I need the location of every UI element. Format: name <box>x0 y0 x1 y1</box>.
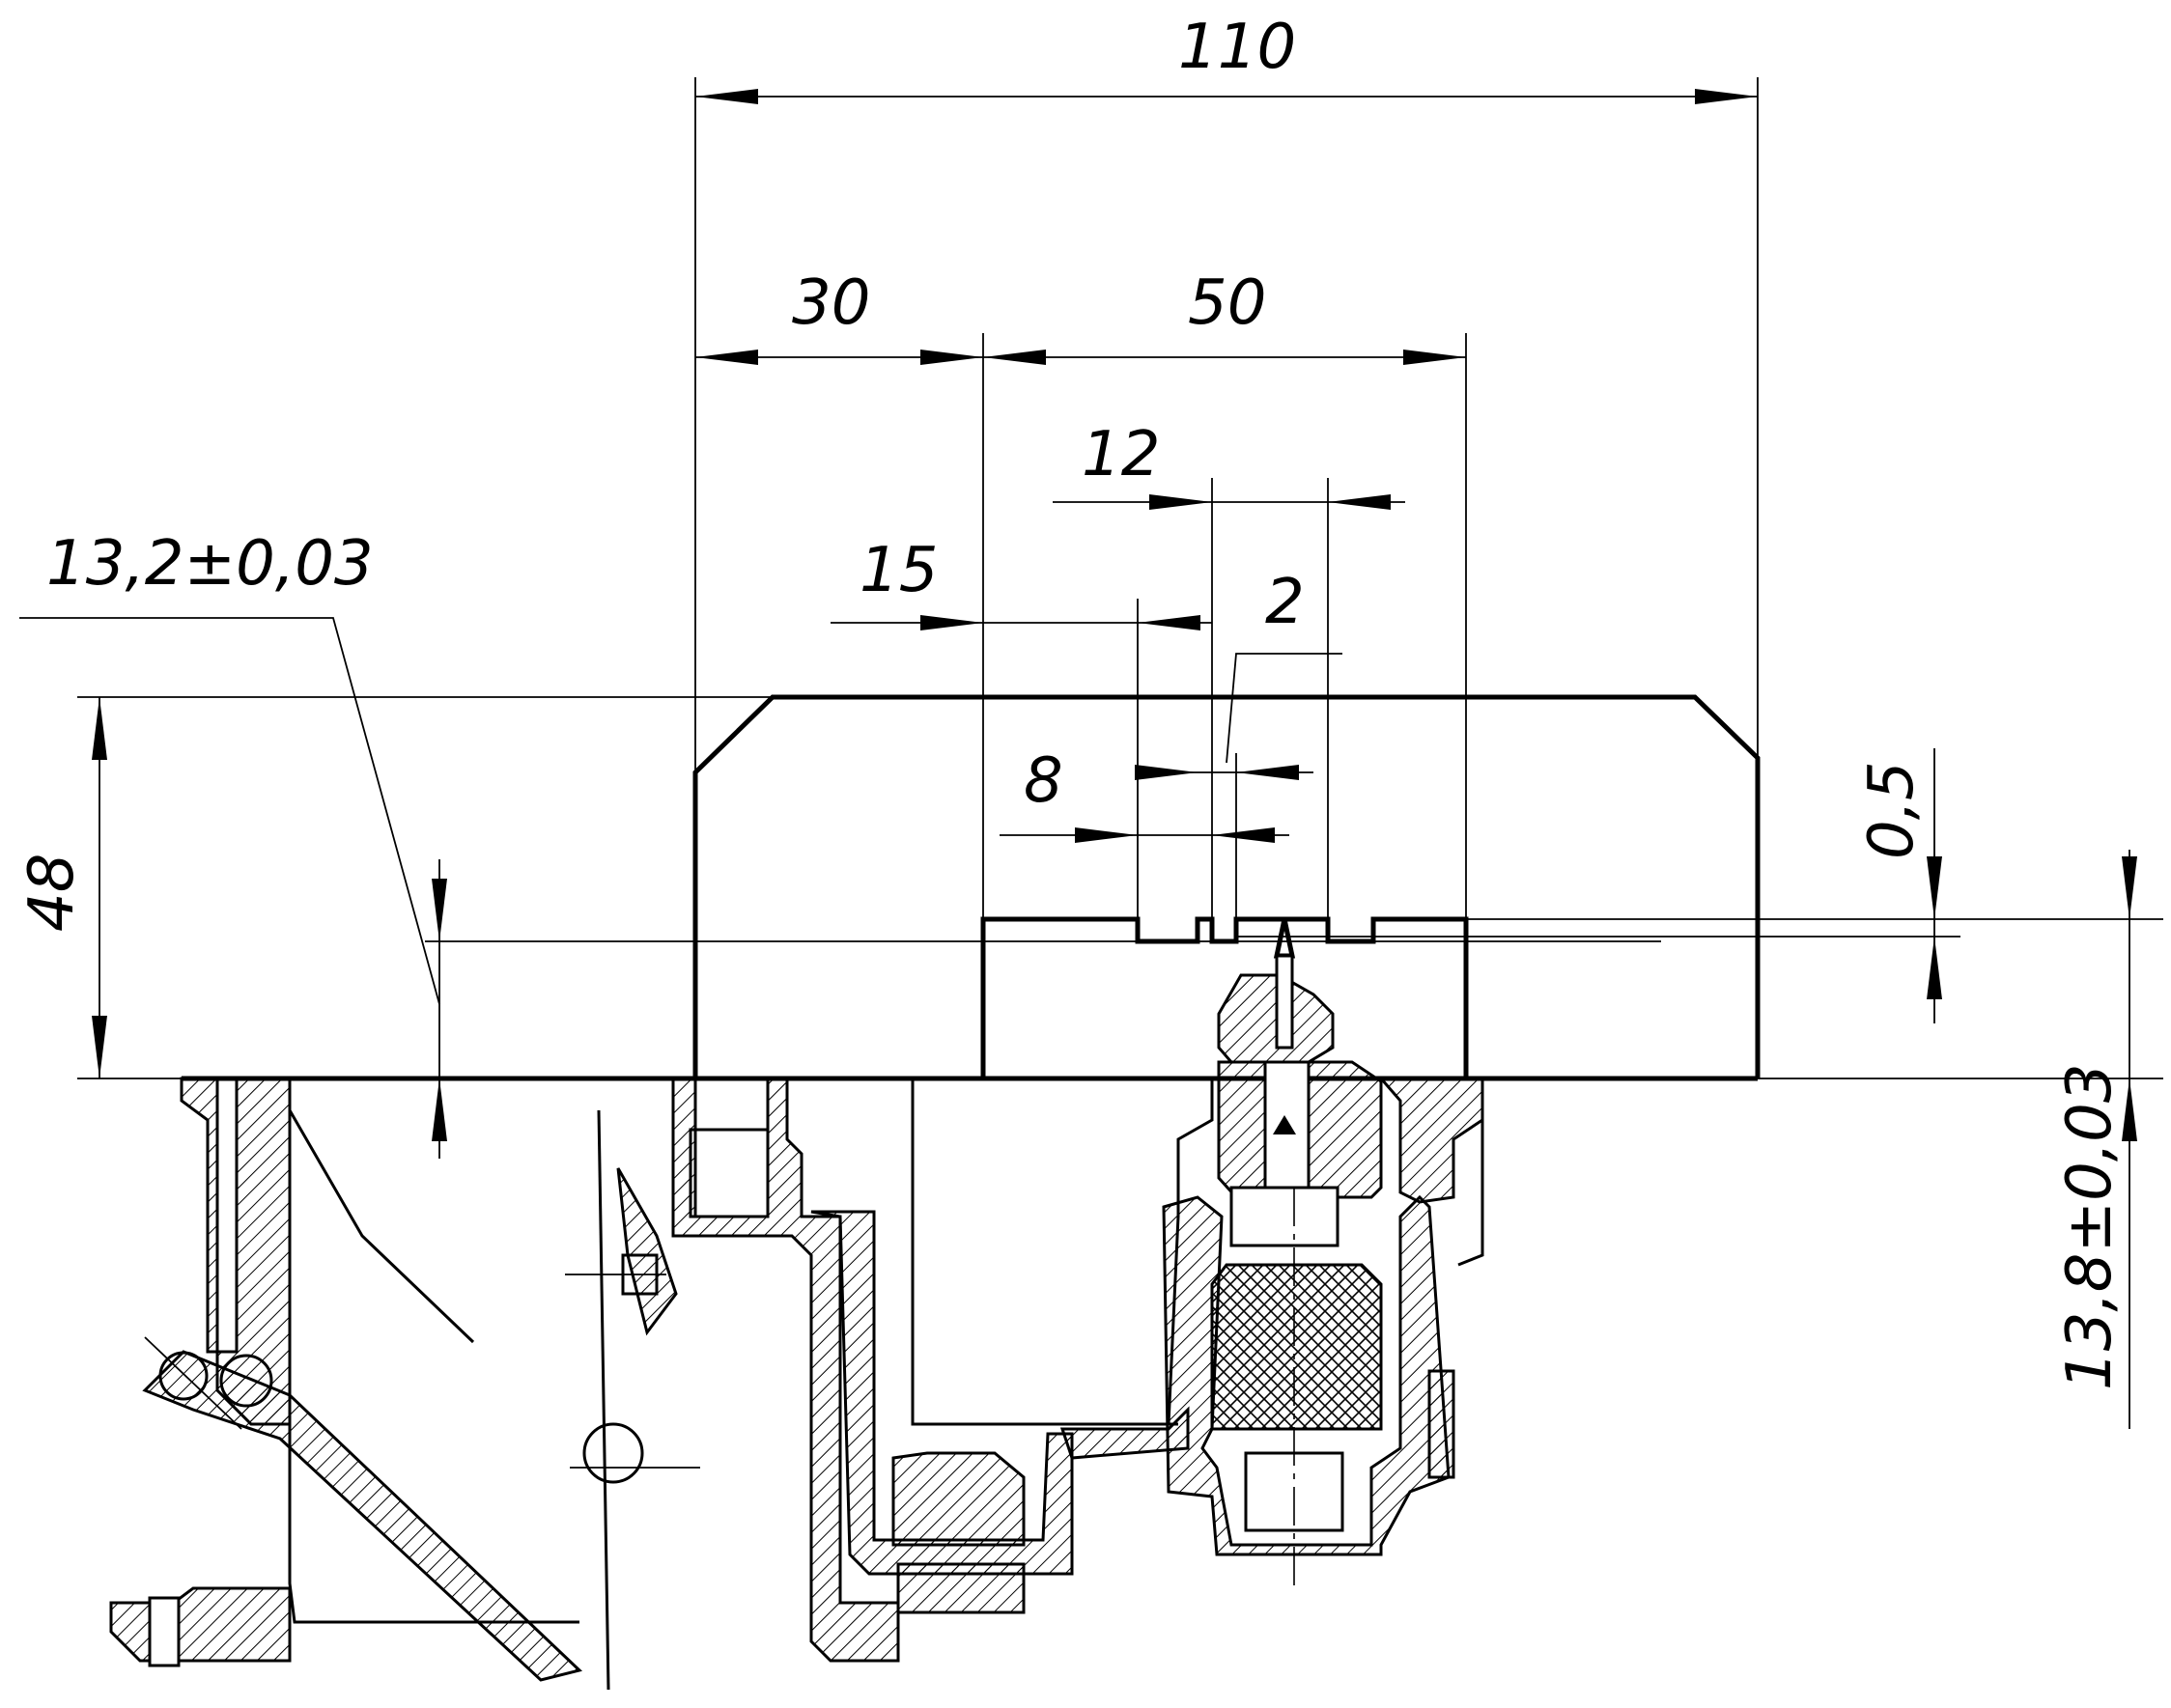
dim-30: 30 <box>792 267 870 339</box>
dim-0-5: 0,5 <box>1856 761 1928 859</box>
throttle-lever <box>616 1167 678 1336</box>
filter-housing <box>1162 1194 1451 1556</box>
bowl-bottom <box>896 1562 1026 1614</box>
needle-valve <box>1162 918 1484 1593</box>
left-wall-section <box>180 1077 292 1426</box>
dim-110: 110 <box>1178 12 1296 83</box>
gauge-body <box>182 694 1761 1081</box>
dim-12: 12 <box>1082 419 1160 490</box>
ball-1 <box>158 1351 209 1401</box>
left-flange <box>109 1586 292 1663</box>
dimension-labels: 110 30 50 12 15 2 8 13,2±0,03 48 0,5 13,… <box>16 12 2126 1390</box>
needle-tip <box>1273 918 1296 959</box>
dimension-lines <box>19 77 2163 1429</box>
carburetor-body <box>109 918 1484 1691</box>
dim-8: 8 <box>1024 745 1063 817</box>
dim-50: 50 <box>1188 267 1266 339</box>
gauge-outline <box>692 694 1761 1078</box>
dim-48: 48 <box>16 854 88 932</box>
dim-13-8-tolerance: 13,8±0,03 <box>2054 1063 2126 1390</box>
dim-2: 2 <box>1265 567 1305 638</box>
ball-2 <box>219 1354 273 1408</box>
dim-13-2-tolerance: 13,2±0,03 <box>46 528 374 600</box>
jet-block <box>689 1128 770 1218</box>
shaft-boss <box>582 1422 644 1484</box>
float-chamber-section <box>891 1451 1026 1547</box>
filter-element <box>1210 1263 1383 1431</box>
dim-15: 15 <box>860 535 938 606</box>
throttle-plate <box>597 1109 610 1691</box>
